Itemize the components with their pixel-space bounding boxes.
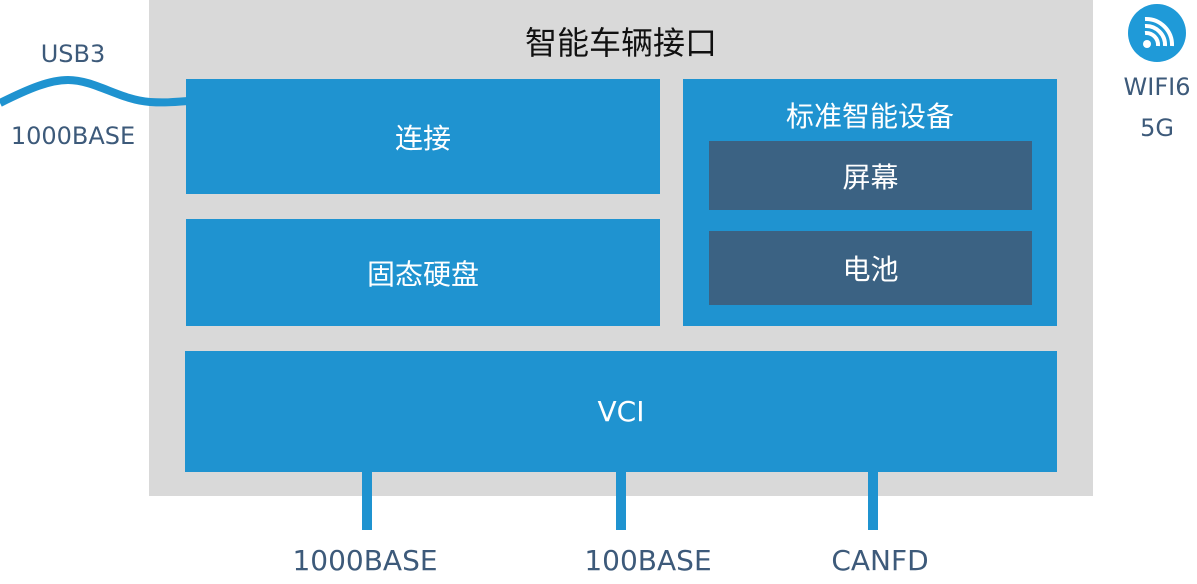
smart-devices-label: 标准智能设备 (785, 100, 954, 133)
vci-label: VCI (597, 395, 645, 428)
link-label-usb3: USB3 (40, 40, 106, 68)
port-connector-100base (616, 470, 626, 530)
usb-cable-wave (0, 75, 189, 107)
connection-block: 连接 (186, 79, 660, 194)
wifi-label: WIFI6 (1123, 73, 1191, 101)
link-label-1000base: 1000BASE (10, 122, 136, 150)
screen-label: 屏幕 (842, 160, 899, 194)
battery-block: 电池 (709, 231, 1032, 305)
port-connector-canfd (868, 470, 878, 530)
wifi-band-label: 5G (1140, 114, 1174, 142)
port-label-100base: 100BASE (584, 544, 712, 577)
ssd-label: 固态硬盘 (366, 257, 479, 291)
wifi-icon (1128, 4, 1186, 62)
vci-block: VCI (185, 351, 1057, 472)
port-label-1000base: 1000BASE (292, 544, 438, 577)
port-connector-1000base (362, 470, 372, 530)
battery-label: 电池 (842, 253, 899, 286)
connection-label: 连接 (394, 121, 451, 155)
diagram-title: 智能车辆接口 (524, 24, 717, 62)
screen-block: 屏幕 (709, 141, 1032, 210)
port-label-canfd: CANFD (831, 544, 929, 577)
ssd-block: 固态硬盘 (186, 219, 660, 326)
